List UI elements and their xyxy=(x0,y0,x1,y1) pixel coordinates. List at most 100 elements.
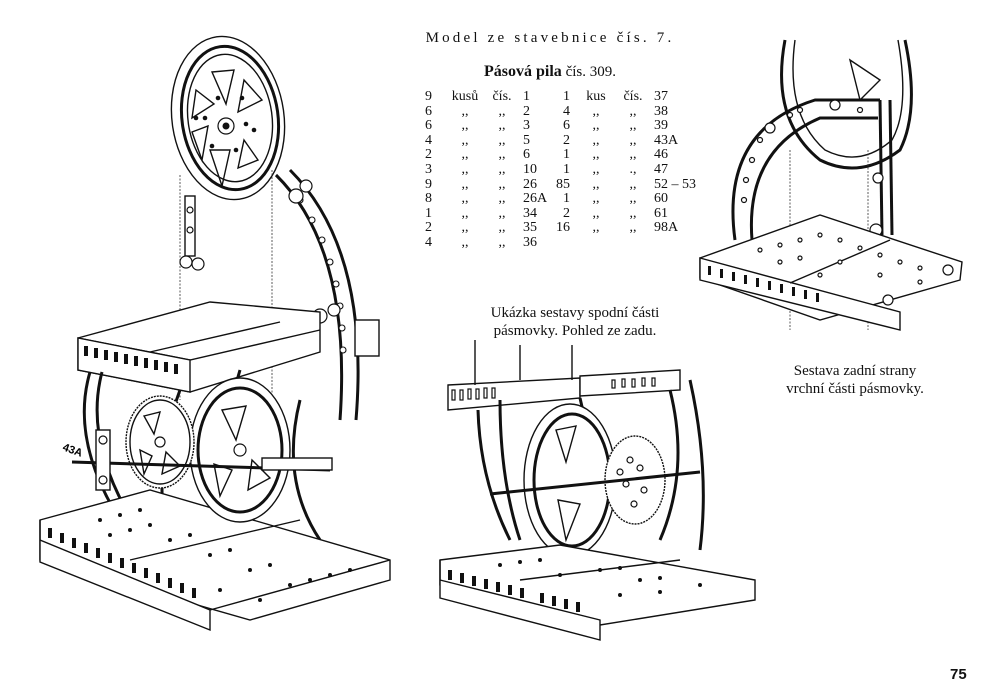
part-quantity: 1 xyxy=(563,89,570,104)
part-quantity: 9 xyxy=(425,89,432,104)
part-number: 43A xyxy=(654,132,679,148)
part-cis-label: ,, xyxy=(629,205,637,221)
part-unit: ,, xyxy=(461,205,469,221)
part-number: 26A xyxy=(523,191,548,207)
part-quantity: 1 xyxy=(563,147,570,163)
lower-pulley-wheel xyxy=(189,377,291,523)
part-unit: ,, xyxy=(592,205,600,221)
part-quantity: 9 xyxy=(425,176,432,192)
parts-list-row: 6,,,, 3 xyxy=(425,119,547,134)
part-number: 5 xyxy=(523,132,530,148)
part-unit: ,, xyxy=(461,220,469,236)
model-number: čís. 309. xyxy=(565,64,616,80)
part-unit: ,, xyxy=(461,103,469,119)
part-quantity: 6 xyxy=(425,103,432,119)
parts-list-row: 2,,,,43A xyxy=(550,132,696,149)
part-number: 46 xyxy=(654,147,668,163)
part-cis-label: ,, xyxy=(629,191,637,207)
part-number: 60 xyxy=(654,191,668,207)
part-cis-label: ,, xyxy=(498,220,506,236)
part-unit: ,, xyxy=(461,234,469,250)
main-bandsaw-illustration: 43A xyxy=(39,35,391,632)
part-quantity: 6 xyxy=(425,118,432,134)
part-quantity: 4 xyxy=(425,234,432,250)
part-cis-label: ,, xyxy=(629,103,637,119)
part-cis-label: ,, xyxy=(498,161,506,177)
part-unit: kus xyxy=(586,89,606,104)
part-cis-label: ,, xyxy=(629,118,637,134)
caption-line: pásmovky. Pohled ze zadu. xyxy=(493,323,657,339)
caption-top-back: Sestava zadní strany vrchní části pásmov… xyxy=(770,362,940,398)
part-unit: ,, xyxy=(592,220,600,236)
part-number: 98A xyxy=(654,220,679,236)
part-cis-label: ,, xyxy=(498,132,506,148)
part-unit: ,, xyxy=(461,191,469,207)
part-quantity: 16 xyxy=(556,220,570,236)
part-cis-label: ,, xyxy=(498,103,506,119)
part-cis-label: čís. xyxy=(492,89,512,104)
parts-list-row: 1,,,, 60 xyxy=(550,192,696,207)
part-cis-label: ,, xyxy=(498,118,506,134)
part-quantity: 2 xyxy=(563,205,570,221)
caption-line: Ukázka sestavy spodní části xyxy=(490,305,660,321)
part-unit: ,, xyxy=(592,176,600,192)
parts-list-row: 1,,,, 34 xyxy=(425,205,547,222)
part-quantity: 3 xyxy=(425,161,432,177)
part-unit: ,, xyxy=(461,147,469,163)
parts-list-row: 9,,,, 26 xyxy=(425,176,547,193)
parts-list-row: 1,,.,47 xyxy=(550,161,696,178)
upper-pulley-wheel xyxy=(170,35,286,201)
part-quantity: 85 xyxy=(556,176,570,192)
part-number: 26 xyxy=(523,176,537,192)
part-unit: ,, xyxy=(592,191,600,207)
part-cis-label: ,, xyxy=(498,176,506,192)
part-cis-label: ,, xyxy=(629,220,637,236)
part-cis-label: ,, xyxy=(498,234,506,250)
model-name: Pásová pila xyxy=(484,63,562,80)
parts-list-row: 1,,,,46 xyxy=(550,148,696,163)
part-number: 6 xyxy=(523,147,530,163)
part-number: 3 xyxy=(523,118,530,134)
part-cis-label: ., xyxy=(629,161,637,177)
part-label-43a: 43A xyxy=(61,442,84,460)
part-unit: ,, xyxy=(461,176,469,192)
saw-table xyxy=(77,301,321,393)
part-quantity: 1 xyxy=(425,205,432,221)
part-cis-label: ,, xyxy=(498,191,506,207)
part-unit: ,, xyxy=(461,132,469,148)
part-cis-label: ,, xyxy=(498,205,506,221)
part-number: 61 xyxy=(654,205,668,221)
part-quantity: 1 xyxy=(563,161,570,177)
part-unit: kusů xyxy=(451,89,479,104)
parts-list-row: 6,,,,2 xyxy=(425,103,547,120)
page-header: Model ze stavebnice čís. 7. xyxy=(425,30,675,46)
part-number: 38 xyxy=(654,103,668,119)
parts-list-row: 2,,,,35 xyxy=(425,221,547,236)
bottom-assembly-illustration xyxy=(439,340,756,641)
parts-list-row: 4,,,,5 xyxy=(425,132,547,149)
part-number: 10 xyxy=(523,161,537,177)
part-quantity: 2 xyxy=(563,132,570,148)
part-number: 34 xyxy=(523,205,537,221)
part-cis-label: ,, xyxy=(629,147,637,163)
part-quantity: 1 xyxy=(563,191,570,207)
part-unit: ,, xyxy=(592,118,600,134)
part-unit: ,, xyxy=(592,103,600,119)
parts-list-row: 6,,,,39 xyxy=(550,119,696,134)
part-quantity: 6 xyxy=(563,118,570,134)
part-unit: ,, xyxy=(461,118,469,134)
parts-list-row: 2,,,, 61 xyxy=(550,205,696,222)
saw-base-plate xyxy=(39,489,391,632)
part-number: 47 xyxy=(654,161,668,177)
parts-list-row: 4,,,,36 xyxy=(425,234,547,251)
parts-list-row: 8,,,,26A xyxy=(425,192,547,207)
parts-list-row: 16,,,, 98A xyxy=(550,221,696,236)
part-quantity: 4 xyxy=(563,103,570,119)
part-cis-label: ,, xyxy=(498,147,506,163)
caption-line: vrchní části pásmovky. xyxy=(786,381,924,397)
part-unit: ,, xyxy=(592,132,600,148)
